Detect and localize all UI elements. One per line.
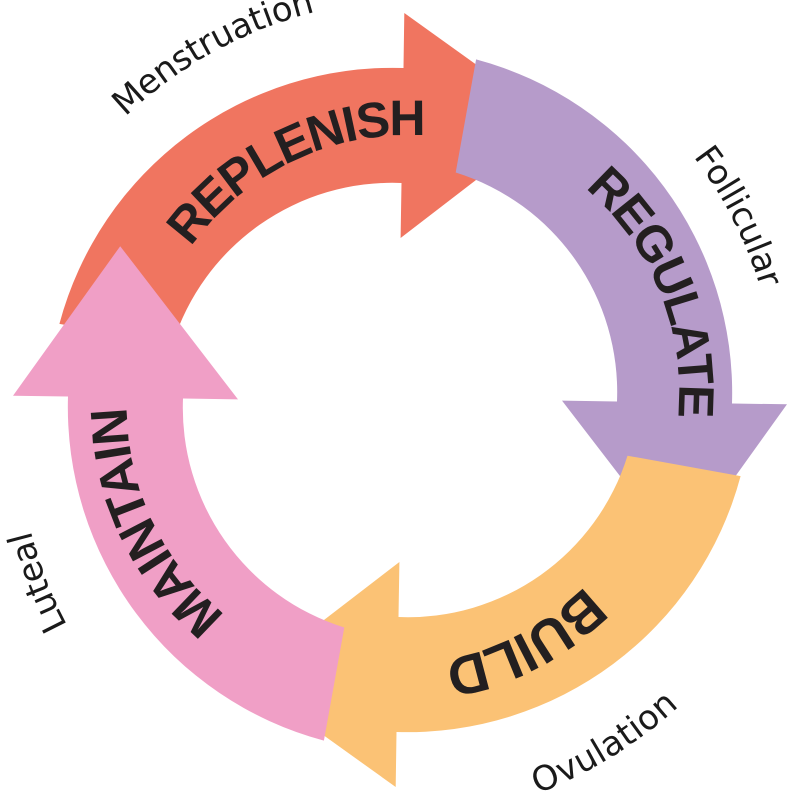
arrow-shape-build <box>246 455 741 787</box>
arrow-shape-replenish <box>59 13 554 345</box>
arrow-shape-maintain <box>13 246 345 741</box>
arrow-shape-regulate <box>455 59 787 554</box>
outer-label-luteal: Luteal <box>1 528 76 639</box>
outer-label-luteal-path: Luteal <box>1 528 76 639</box>
